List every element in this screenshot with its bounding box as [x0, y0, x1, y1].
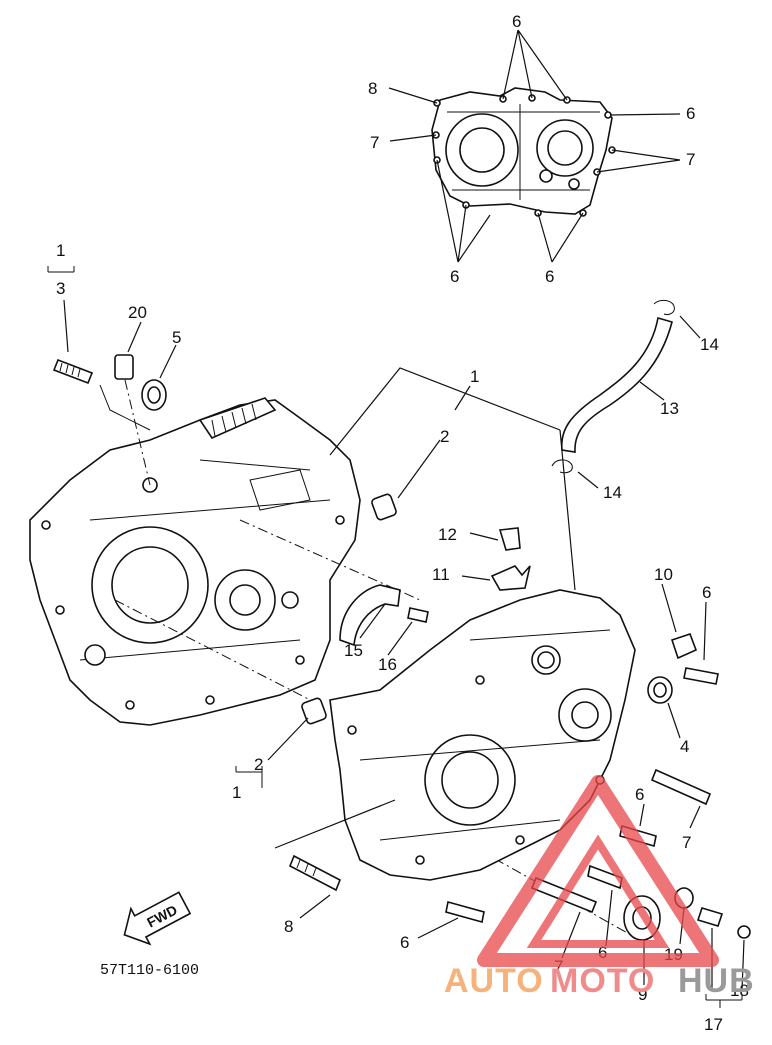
callout-m-10: 10	[654, 565, 673, 584]
callout-top-7b: 7	[686, 150, 695, 169]
callout-m-6: 6	[702, 583, 711, 602]
diagram-code: 57T110-6100	[100, 962, 199, 979]
bolt-6-right	[683, 667, 719, 685]
callout-m-14b: 14	[603, 483, 622, 502]
callout-m-2: 2	[440, 427, 449, 446]
callout-top-7a: 7	[370, 133, 379, 152]
watermark-logo	[477, 775, 719, 967]
callout-b-6b: 6	[400, 933, 409, 952]
watermark-hub: HUB	[678, 962, 755, 1000]
callout-m-15: 15	[344, 641, 363, 660]
callout-l-20: 20	[128, 303, 147, 322]
callout-b-7a: 7	[682, 833, 691, 852]
callout-top-6d: 6	[545, 267, 554, 286]
callout-b-6a: 6	[635, 785, 644, 804]
callout-m-16: 16	[378, 655, 397, 674]
bolt-8-left	[288, 854, 342, 892]
dowel-lower	[301, 697, 327, 725]
callout-m-13: 13	[660, 399, 679, 418]
right-crankcase	[329, 589, 636, 881]
screw-16	[407, 607, 429, 623]
callout-b-17: 17	[704, 1015, 723, 1034]
watermark-moto: MOTO	[550, 962, 655, 1000]
left-case-holes	[41, 515, 345, 710]
washer-18	[737, 925, 751, 939]
top-bolt-holes	[432, 94, 616, 217]
watermark-text: AUTO MOTO HUB	[444, 962, 755, 1000]
top-crankcase-view: 6 8 6 7 7 6 6	[368, 12, 695, 286]
callout-l-1: 1	[56, 241, 65, 260]
fitting-11	[490, 565, 531, 591]
plate-15	[339, 584, 401, 647]
callout-b-18: 18	[730, 981, 749, 1000]
callout-l-3: 3	[56, 279, 65, 298]
callout-m-12: 12	[438, 525, 457, 544]
left-small-parts: 1 3 20 5	[47, 241, 181, 486]
callout-b-1: 1	[232, 783, 241, 802]
callout-top-6a: 6	[512, 12, 521, 31]
clip-upper	[653, 299, 675, 315]
fwd-arrow: FWD	[123, 891, 192, 946]
dowel-pin	[114, 354, 134, 380]
callout-m-4: 4	[680, 737, 689, 756]
drain-bolt-17	[696, 907, 724, 927]
dowel-upper	[371, 493, 397, 521]
callout-b-2: 2	[254, 755, 263, 774]
callout-top-6c: 6	[450, 267, 459, 286]
callout-top-8: 8	[368, 79, 377, 98]
callout-m-14a: 14	[700, 335, 719, 354]
callout-l-5: 5	[172, 328, 181, 347]
callout-m-11: 11	[432, 565, 450, 584]
callout-b-6c: 6	[598, 943, 607, 962]
breather-hose	[560, 316, 673, 453]
bolt-6-lower-b	[587, 864, 623, 890]
watermark-auto: AUTO	[444, 962, 544, 1000]
left-crankcase	[29, 397, 361, 726]
callout-m-1: 1	[470, 367, 479, 386]
callout-b-8: 8	[284, 917, 293, 936]
bolt-7-right	[650, 768, 712, 806]
bolt-6-lower	[445, 900, 485, 924]
callout-b-9: 9	[638, 985, 647, 1004]
callout-top-6b: 6	[686, 104, 695, 123]
screw-12	[498, 527, 521, 551]
middle-parts: 1 2 14 13 14 12 11 10 6 15 16	[114, 299, 719, 941]
clip-lower	[551, 459, 573, 474]
clamp-10	[670, 632, 698, 660]
